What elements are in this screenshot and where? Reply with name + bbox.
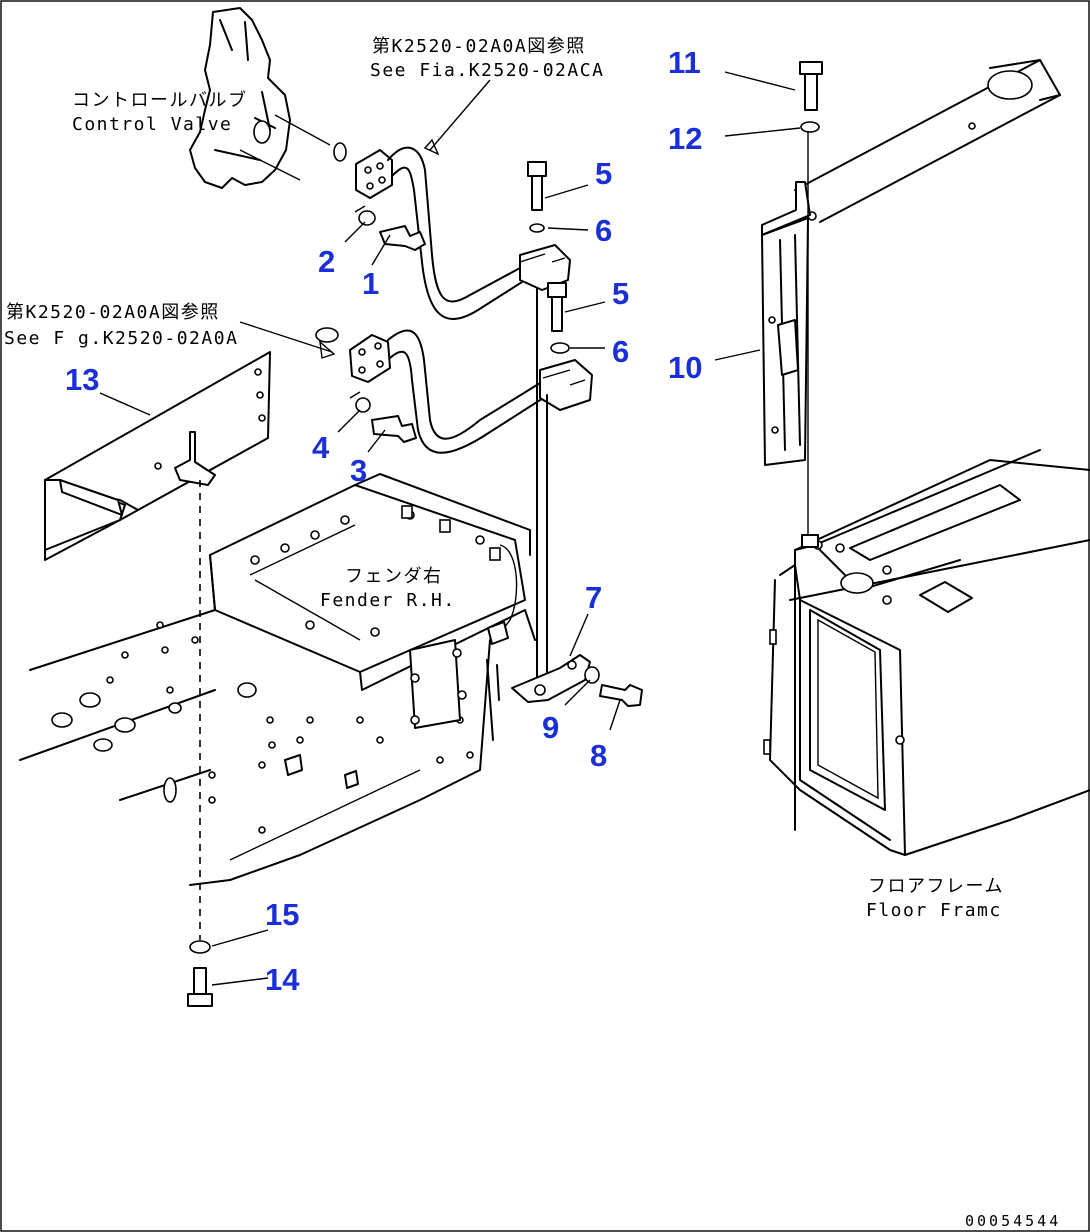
callout-8: 8 — [590, 738, 607, 773]
cover-13 — [44, 351, 271, 561]
bolt-3 — [349, 391, 417, 443]
main-frame — [19, 544, 536, 886]
bolt-1 — [354, 205, 426, 251]
upper-tube — [355, 146, 571, 320]
washer-15 — [189, 940, 211, 954]
bracket-7 — [511, 654, 591, 703]
callout-2: 2 — [318, 244, 335, 279]
callout-15: 15 — [265, 897, 299, 932]
callout-11: 11 — [668, 45, 701, 80]
control-valve — [189, 7, 347, 189]
callout-7: 7 — [585, 580, 602, 615]
label-control-valve-jp: コントロールバルブ — [72, 89, 248, 111]
label-ref-top-en: See Fia.K2520-02ACA — [370, 60, 604, 81]
callout-1: 1 — [362, 266, 379, 301]
callout-13: 13 — [65, 362, 99, 397]
label-fender-jp: フェンダ右 — [345, 566, 443, 587]
drawing-code: 00054544 — [965, 1212, 1061, 1230]
callout-9: 9 — [542, 710, 559, 745]
callout-4: 4 — [312, 430, 330, 465]
bolt-8 — [584, 666, 643, 707]
callout-12: 12 — [668, 121, 702, 156]
callout-6-upper: 6 — [595, 213, 612, 248]
callout-10: 10 — [668, 350, 702, 385]
label-control-valve-en: Control Valve — [72, 114, 232, 135]
label-ref-mid-en: See F g.K2520-02A0A — [4, 328, 238, 349]
leader-lines — [99, 71, 801, 986]
bolt-5-lower — [547, 282, 570, 354]
label-floor-en: Floor Framc — [866, 900, 1002, 921]
label-floor-jp: フロアフレーム — [868, 876, 1004, 897]
floor-beam — [794, 59, 1061, 223]
callout-5-upper: 5 — [595, 156, 612, 191]
label-ref-top-jp: 第K2520-02A0A図参照 — [372, 36, 586, 57]
clamp-rod — [536, 287, 548, 681]
plate-10 — [761, 181, 811, 466]
bolt-11 — [799, 61, 823, 111]
bolt-5-upper — [527, 161, 547, 233]
lower-tube — [315, 327, 593, 454]
callout-3: 3 — [350, 453, 367, 488]
floor-frame — [763, 449, 1090, 856]
callout-14: 14 — [265, 962, 300, 997]
washer-12 — [800, 121, 820, 133]
label-fender-en: Fender R.H. — [320, 590, 456, 611]
callout-6-lower: 6 — [612, 334, 629, 369]
label-ref-mid-jp: 第K2520-02A0A図参照 — [6, 302, 220, 323]
callout-5-lower: 5 — [612, 276, 629, 311]
bolt-14 — [187, 967, 213, 1007]
